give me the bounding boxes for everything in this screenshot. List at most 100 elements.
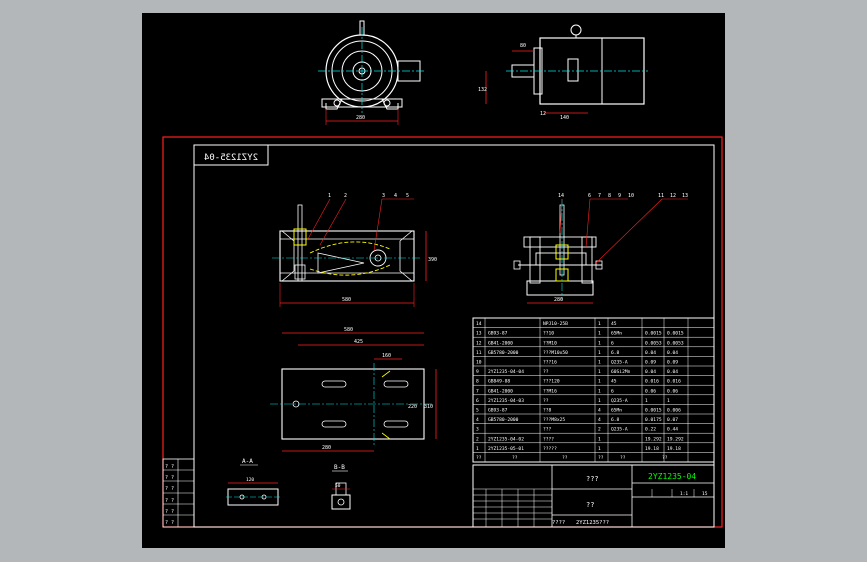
bom-cell-mat: 6 [611, 340, 614, 346]
bom-cell-mat: 6.8 [611, 350, 620, 356]
footer-b: 2YZ1235??? [576, 520, 609, 526]
bom-cell-w2: 0.09 [667, 360, 678, 366]
detail-b-width: 50 [335, 483, 341, 489]
cad-drawing-canvas[interactable]: 280 80 132 140 12 2YZ1235-04 [142, 13, 725, 548]
bom-cell-code: 2YZ1235-04-03 [488, 398, 524, 404]
bom-cell-name: ??M10 [543, 340, 557, 346]
bom-cell-code: 2YZ1235-04-04 [488, 369, 524, 375]
mirrored-title: 2YZ1235-04 [204, 153, 258, 163]
bom-cell-qty: 1 [598, 350, 601, 356]
assembly-plan-view: 580 425 160 310 280 220 [270, 327, 437, 452]
bom-cell-w1: 0.06 [645, 388, 656, 394]
plan-small-dim: 160 [382, 353, 391, 359]
svg-text:132: 132 [478, 87, 487, 93]
bom-cell-no: 1 [476, 446, 479, 452]
bom-cell-no: 7 [476, 388, 479, 394]
bom-cell-name: ?? [543, 369, 549, 375]
bom-cell-no: 11 [476, 350, 482, 356]
bom-cell-qty: 4 [598, 408, 601, 414]
bom-cell-w2: 0.04 [667, 369, 678, 375]
bom-cell-name: ?? [543, 398, 549, 404]
bom-header-name: ?? [562, 455, 568, 461]
plan-offset-dim: 280 [322, 445, 331, 451]
footer-a: ???? [552, 520, 565, 526]
bom-header-qty: ?? [598, 455, 604, 461]
bom-cell-name: ??10 [543, 331, 554, 337]
bom-cell-w2: 0.016 [667, 379, 681, 385]
motor-side-view: 80 132 140 12 [478, 24, 648, 121]
bom-cell-w2: 0.44 [667, 427, 678, 433]
cad-svg: 280 80 132 140 12 2YZ1235-04 [162, 20, 723, 528]
front-height-dim: 390 [428, 257, 437, 263]
bom-cell-mat: 65Mn [611, 331, 622, 337]
bom-cell-code: GB41-2000 [488, 340, 513, 346]
bom-cell-qty: 1 [598, 321, 601, 327]
balloon-8: 8 [608, 193, 611, 199]
detail-a-label: A-A [242, 458, 253, 465]
bom-cell-w2: 1 [667, 398, 670, 404]
bom-cell-w1: 1 [645, 398, 648, 404]
bom-cell-no: 4 [476, 417, 479, 423]
bom-cell-w2: 0.0053 [667, 340, 684, 346]
bom-cell-qty: 2 [598, 427, 601, 433]
svg-text:140: 140 [560, 115, 569, 121]
bom-cell-name: ??8 [543, 408, 552, 414]
plan-inner-dim: 425 [354, 339, 363, 345]
bom-cell-mat: 6.8 [611, 417, 620, 423]
bom-cell-no: 3 [476, 427, 479, 433]
bom-header-mat: ?? [620, 455, 626, 461]
bom-cell-code: GB5780-2000 [488, 417, 519, 423]
bom-cell-qty: 1 [598, 398, 601, 404]
balloon-10: 10 [628, 193, 634, 199]
sheet-outer-border [162, 136, 723, 528]
mirrored-title-box: 2YZ1235-04 [193, 144, 269, 166]
balloon-2: 2 [344, 193, 347, 199]
bom-cell-qty: 4 [598, 417, 601, 423]
bom-cell-no: 2 [476, 436, 479, 442]
bom-cell-w2: 19.18 [667, 446, 681, 452]
bom-cell-no: 5 [476, 408, 479, 414]
bom-cell-name: NPJ10-25B [543, 321, 568, 327]
bom-cell-code: 2YZ1235-04-02 [488, 436, 524, 442]
bom-cell-no: 8 [476, 379, 479, 385]
bom-cell-w1: 0.09 [645, 360, 656, 366]
bom-cell-code: GB93-87 [488, 331, 508, 337]
title-cell-a: ??? [586, 475, 599, 483]
bom-cell-w2: 19.292 [667, 436, 684, 442]
bom-cell-no: 10 [476, 360, 482, 366]
bom-cell-mat: 60Si2Mn [611, 369, 631, 375]
bom-cell-qty: 1 [598, 360, 601, 366]
bom-cell-code: 2YZ1235-05-01 [488, 446, 524, 452]
bom-cell-name: ????? [543, 446, 557, 452]
stamp-4: ? ? [165, 498, 174, 504]
side-width-dim: 280 [554, 297, 563, 303]
bom-cell-w2: 0.04 [667, 350, 678, 356]
bom-cell-name: ??? [543, 427, 552, 433]
sheet-inner-frame [193, 144, 715, 528]
bom-cell-mat: Q235-A [611, 398, 628, 404]
plan-side-dim: 220 [408, 404, 417, 410]
bom-cell-qty: 1 [598, 340, 601, 346]
balloon-3: 3 [382, 193, 385, 199]
detail-b-label: B-B [334, 464, 345, 471]
stamp-2: ? ? [165, 475, 174, 481]
bom-cell-code: GB5780-2000 [488, 350, 519, 356]
bom-cell-w1: 0.22 [645, 427, 656, 433]
bom-cell-w1: 0.04 [645, 350, 656, 356]
bom-cell-no: 9 [476, 369, 479, 375]
plan-width-dim: 310 [424, 404, 433, 410]
bom-cell-code: GB41-2000 [488, 388, 513, 394]
bom-cell-mat: 45 [611, 379, 617, 385]
bom-cell-code: GB93-87 [488, 408, 508, 414]
balloon-14: 14 [558, 193, 564, 199]
svg-text:80: 80 [520, 43, 526, 49]
plan-length-dim: 580 [344, 327, 353, 333]
bom-cell-qty: 1 [598, 446, 601, 452]
bom-cell-w1: 19.292 [645, 436, 662, 442]
bom-cell-w1: 0.04 [645, 369, 656, 375]
detail-views: A-A 120 B-B 50 [226, 458, 351, 510]
stamp-3: ? ? [165, 486, 174, 492]
stamp-1: ? ? [165, 464, 174, 470]
bom-cell-w1: 0.0015 [645, 408, 662, 414]
